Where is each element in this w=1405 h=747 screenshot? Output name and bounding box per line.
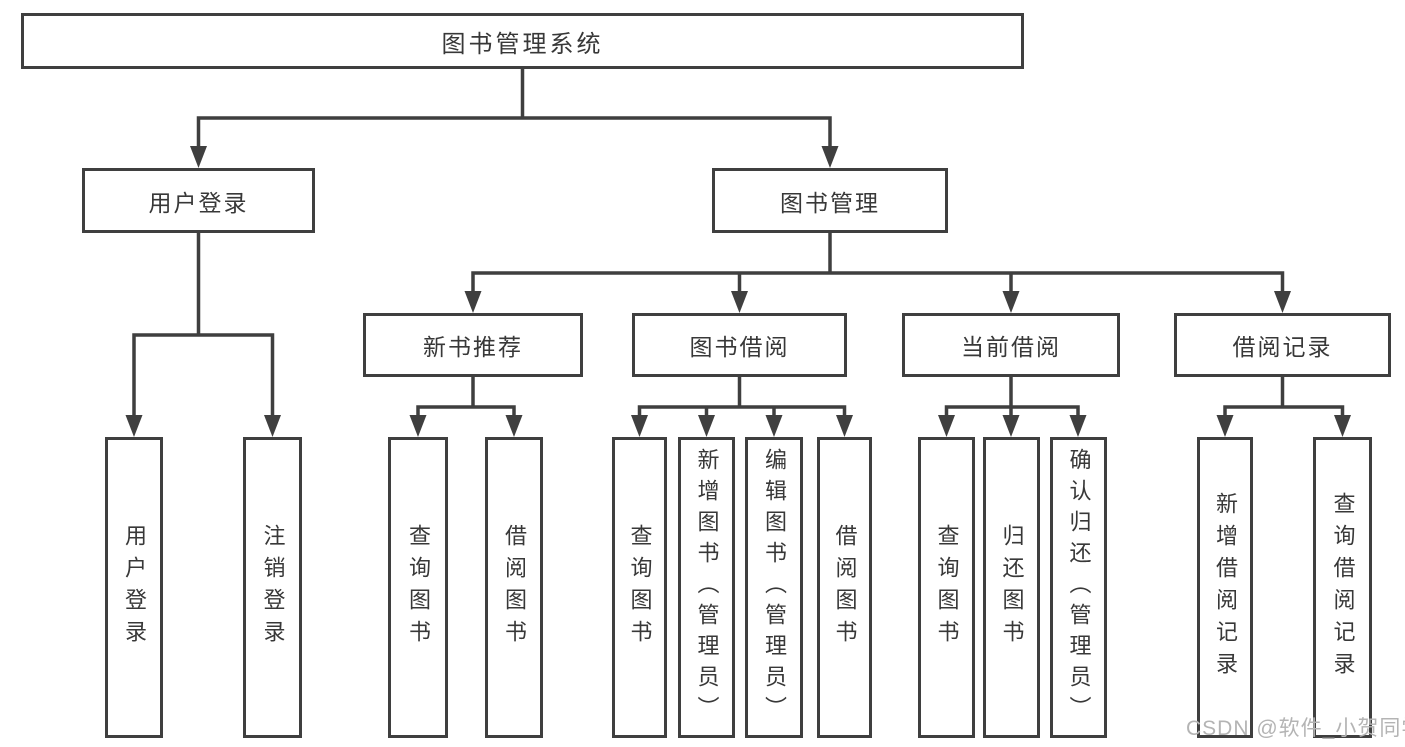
leaf-current-return-book-label: 归还图书 <box>999 523 1025 652</box>
leaf-newbook-borrow-book: 借阅图书 <box>485 437 543 738</box>
connector-current-borrow-to-leaves <box>938 377 1087 437</box>
leaf-logout: 注销登录 <box>243 437 302 738</box>
node-new-book-recommend: 新书推荐 <box>363 313 583 377</box>
leaf-borrow-edit-book-admin: 编辑图书（管理员） <box>745 437 803 738</box>
leaf-current-query-book: 查询图书 <box>918 437 975 738</box>
leaf-borrow-query-book-label: 查询图书 <box>627 523 653 652</box>
connector-borrow-record-to-leaves <box>1216 377 1351 437</box>
node-current-borrow: 当前借阅 <box>902 313 1120 377</box>
leaf-borrow-query-book: 查询图书 <box>612 437 667 738</box>
node-book-management: 图书管理 <box>712 168 948 233</box>
node-user-login: 用户登录 <box>82 168 315 233</box>
leaf-newbook-query-book: 查询图书 <box>388 437 448 738</box>
leaf-newbook-borrow-book-label: 借阅图书 <box>502 523 527 652</box>
leaf-borrow-add-book-admin-label: 新增图书（管理员） <box>694 448 720 727</box>
leaf-current-confirm-return-admin-label: 确认归还（管理员） <box>1066 448 1092 727</box>
node-borrow-record: 借阅记录 <box>1174 313 1391 377</box>
leaf-logout-label: 注销登录 <box>260 523 286 652</box>
connector-user-login-to-leaves <box>125 233 281 437</box>
leaf-current-return-book: 归还图书 <box>983 437 1040 738</box>
connector-book-mgmt-to-level3 <box>464 233 1291 313</box>
csdn-watermark: CSDN @软件_小贺同学 <box>1186 717 1405 740</box>
leaf-user-login: 用户登录 <box>105 437 163 738</box>
leaf-record-add-borrow-record-label: 新增借阅记录 <box>1213 491 1238 684</box>
leaf-record-query-borrow-record: 查询借阅记录 <box>1313 437 1372 738</box>
leaf-newbook-query-book-label: 查询图书 <box>406 523 431 652</box>
leaf-record-query-borrow-record-label: 查询借阅记录 <box>1330 491 1356 684</box>
leaf-user-login-label: 用户登录 <box>122 523 147 652</box>
leaf-current-query-book-label: 查询图书 <box>934 523 960 652</box>
connector-root-to-level2 <box>190 68 839 168</box>
leaf-current-confirm-return-admin: 确认归还（管理员） <box>1050 437 1107 738</box>
leaf-borrow-borrow-book-label: 借阅图书 <box>832 523 858 652</box>
leaf-borrow-edit-book-admin-label: 编辑图书（管理员） <box>762 448 787 727</box>
node-root-system: 图书管理系统 <box>21 13 1024 69</box>
leaf-borrow-add-book-admin: 新增图书（管理员） <box>678 437 735 738</box>
connector-new-book-rec-to-leaves <box>409 377 523 437</box>
connector-book-borrow-to-leaves <box>631 377 853 437</box>
node-book-borrow: 图书借阅 <box>632 313 847 377</box>
leaf-borrow-borrow-book: 借阅图书 <box>817 437 872 738</box>
leaf-record-add-borrow-record: 新增借阅记录 <box>1197 437 1253 738</box>
